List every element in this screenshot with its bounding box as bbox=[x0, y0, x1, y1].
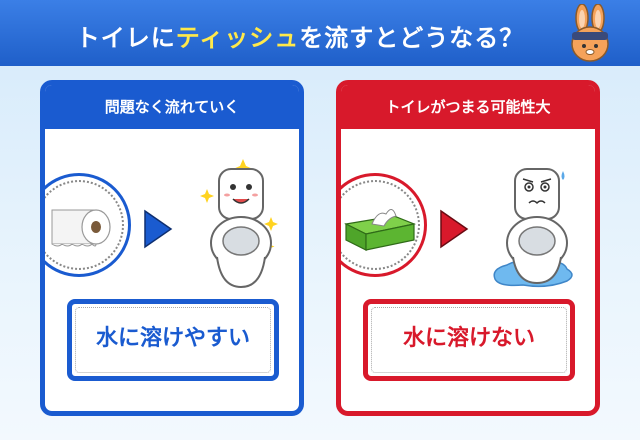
right-panel: トイレがつまる可能性大 bbox=[336, 80, 600, 416]
rabbit-mascot-icon bbox=[571, 4, 609, 62]
left-result-text: 水に溶けやすい bbox=[95, 326, 250, 351]
left-result-box: 水に溶けやすい bbox=[67, 299, 279, 381]
arrow-right-icon bbox=[440, 209, 469, 249]
title-banner: トイレにティッシュを流すとどうなる？ bbox=[0, 0, 640, 66]
page-title: トイレにティッシュを流すとどうなる？ bbox=[0, 18, 600, 53]
toilet-paper-roll-icon bbox=[51, 209, 111, 247]
title-part-2: を流すとどうなる？ bbox=[299, 24, 525, 52]
left-panel-header: 問題なく流れていく bbox=[45, 85, 299, 129]
worried-toilet-icon bbox=[493, 168, 573, 288]
right-panel-header: トイレがつまる可能性大 bbox=[341, 85, 595, 129]
title-part-1: トイレに bbox=[75, 24, 176, 52]
right-result-box: 水に溶けない bbox=[363, 299, 575, 381]
item-circle bbox=[341, 173, 427, 277]
right-result-text: 水に溶けない bbox=[402, 326, 535, 351]
title-highlight: ティッシュ bbox=[175, 24, 300, 52]
arrow-right-icon bbox=[144, 209, 173, 249]
left-panel: 問題なく流れていく bbox=[40, 80, 304, 416]
right-panel-body: 水に溶けない bbox=[341, 129, 595, 411]
item-circle bbox=[45, 173, 131, 277]
happy-toilet-icon bbox=[200, 159, 278, 289]
left-panel-body: 水に溶けやすい bbox=[45, 129, 299, 411]
tissue-box-icon bbox=[344, 209, 417, 251]
